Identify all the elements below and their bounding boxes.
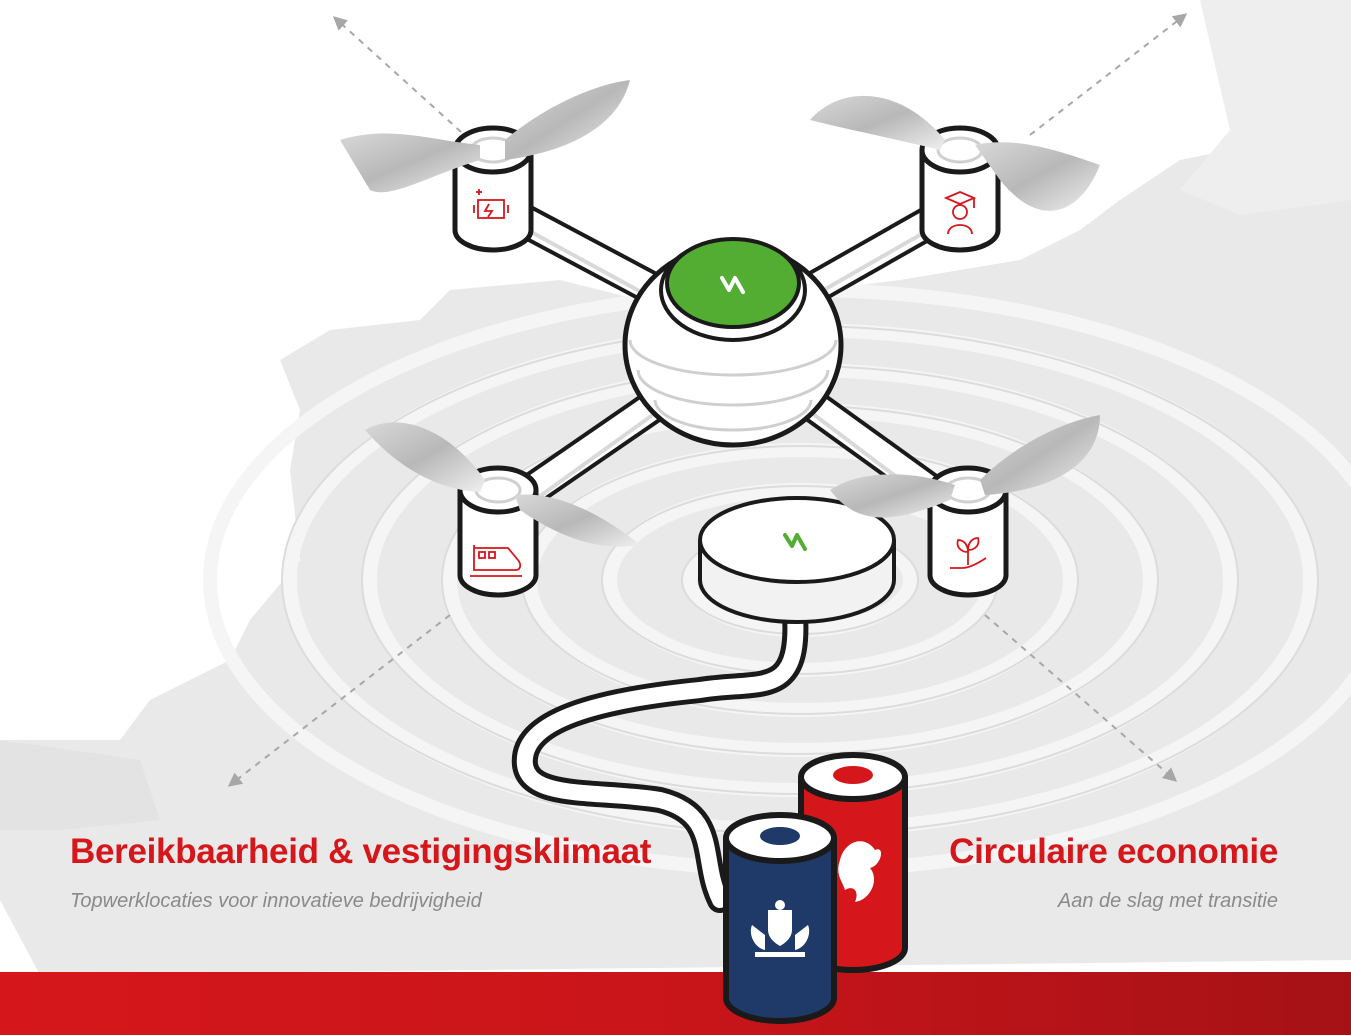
- lightning-icon: [720, 276, 745, 294]
- right-block-subtitle: Aan de slag met transitie: [1057, 890, 1278, 912]
- map-background: [0, 0, 1351, 975]
- rotor-pod-bottom-left: [365, 422, 640, 598]
- rotor-pod-top-right: [810, 95, 1100, 253]
- left-block-subtitle: Topwerklocaties voor innovatieve bedrijv…: [70, 890, 482, 912]
- bottom-band: [0, 972, 1351, 1035]
- rotor-pod-bottom-right: [830, 415, 1100, 598]
- direction-arrows: [227, 13, 1188, 787]
- train-icon: [470, 545, 522, 577]
- coat-of-arms-icon: [750, 900, 810, 957]
- left-block-title: Bereikbaarheid & vestigingsklimaat: [70, 832, 652, 871]
- lion-crest-icon: [838, 841, 882, 902]
- right-block-title: Circulaire economie: [949, 832, 1278, 871]
- charging-pad: [511, 496, 896, 913]
- graduate-icon: [943, 191, 977, 235]
- battery-navy: [723, 812, 837, 1024]
- lightning-icon: [783, 533, 807, 551]
- engine-power-icon: [473, 189, 509, 219]
- plant-hand-icon: [950, 537, 987, 569]
- rotor-pod-top-left: [340, 80, 630, 253]
- drone-body: [622, 237, 844, 448]
